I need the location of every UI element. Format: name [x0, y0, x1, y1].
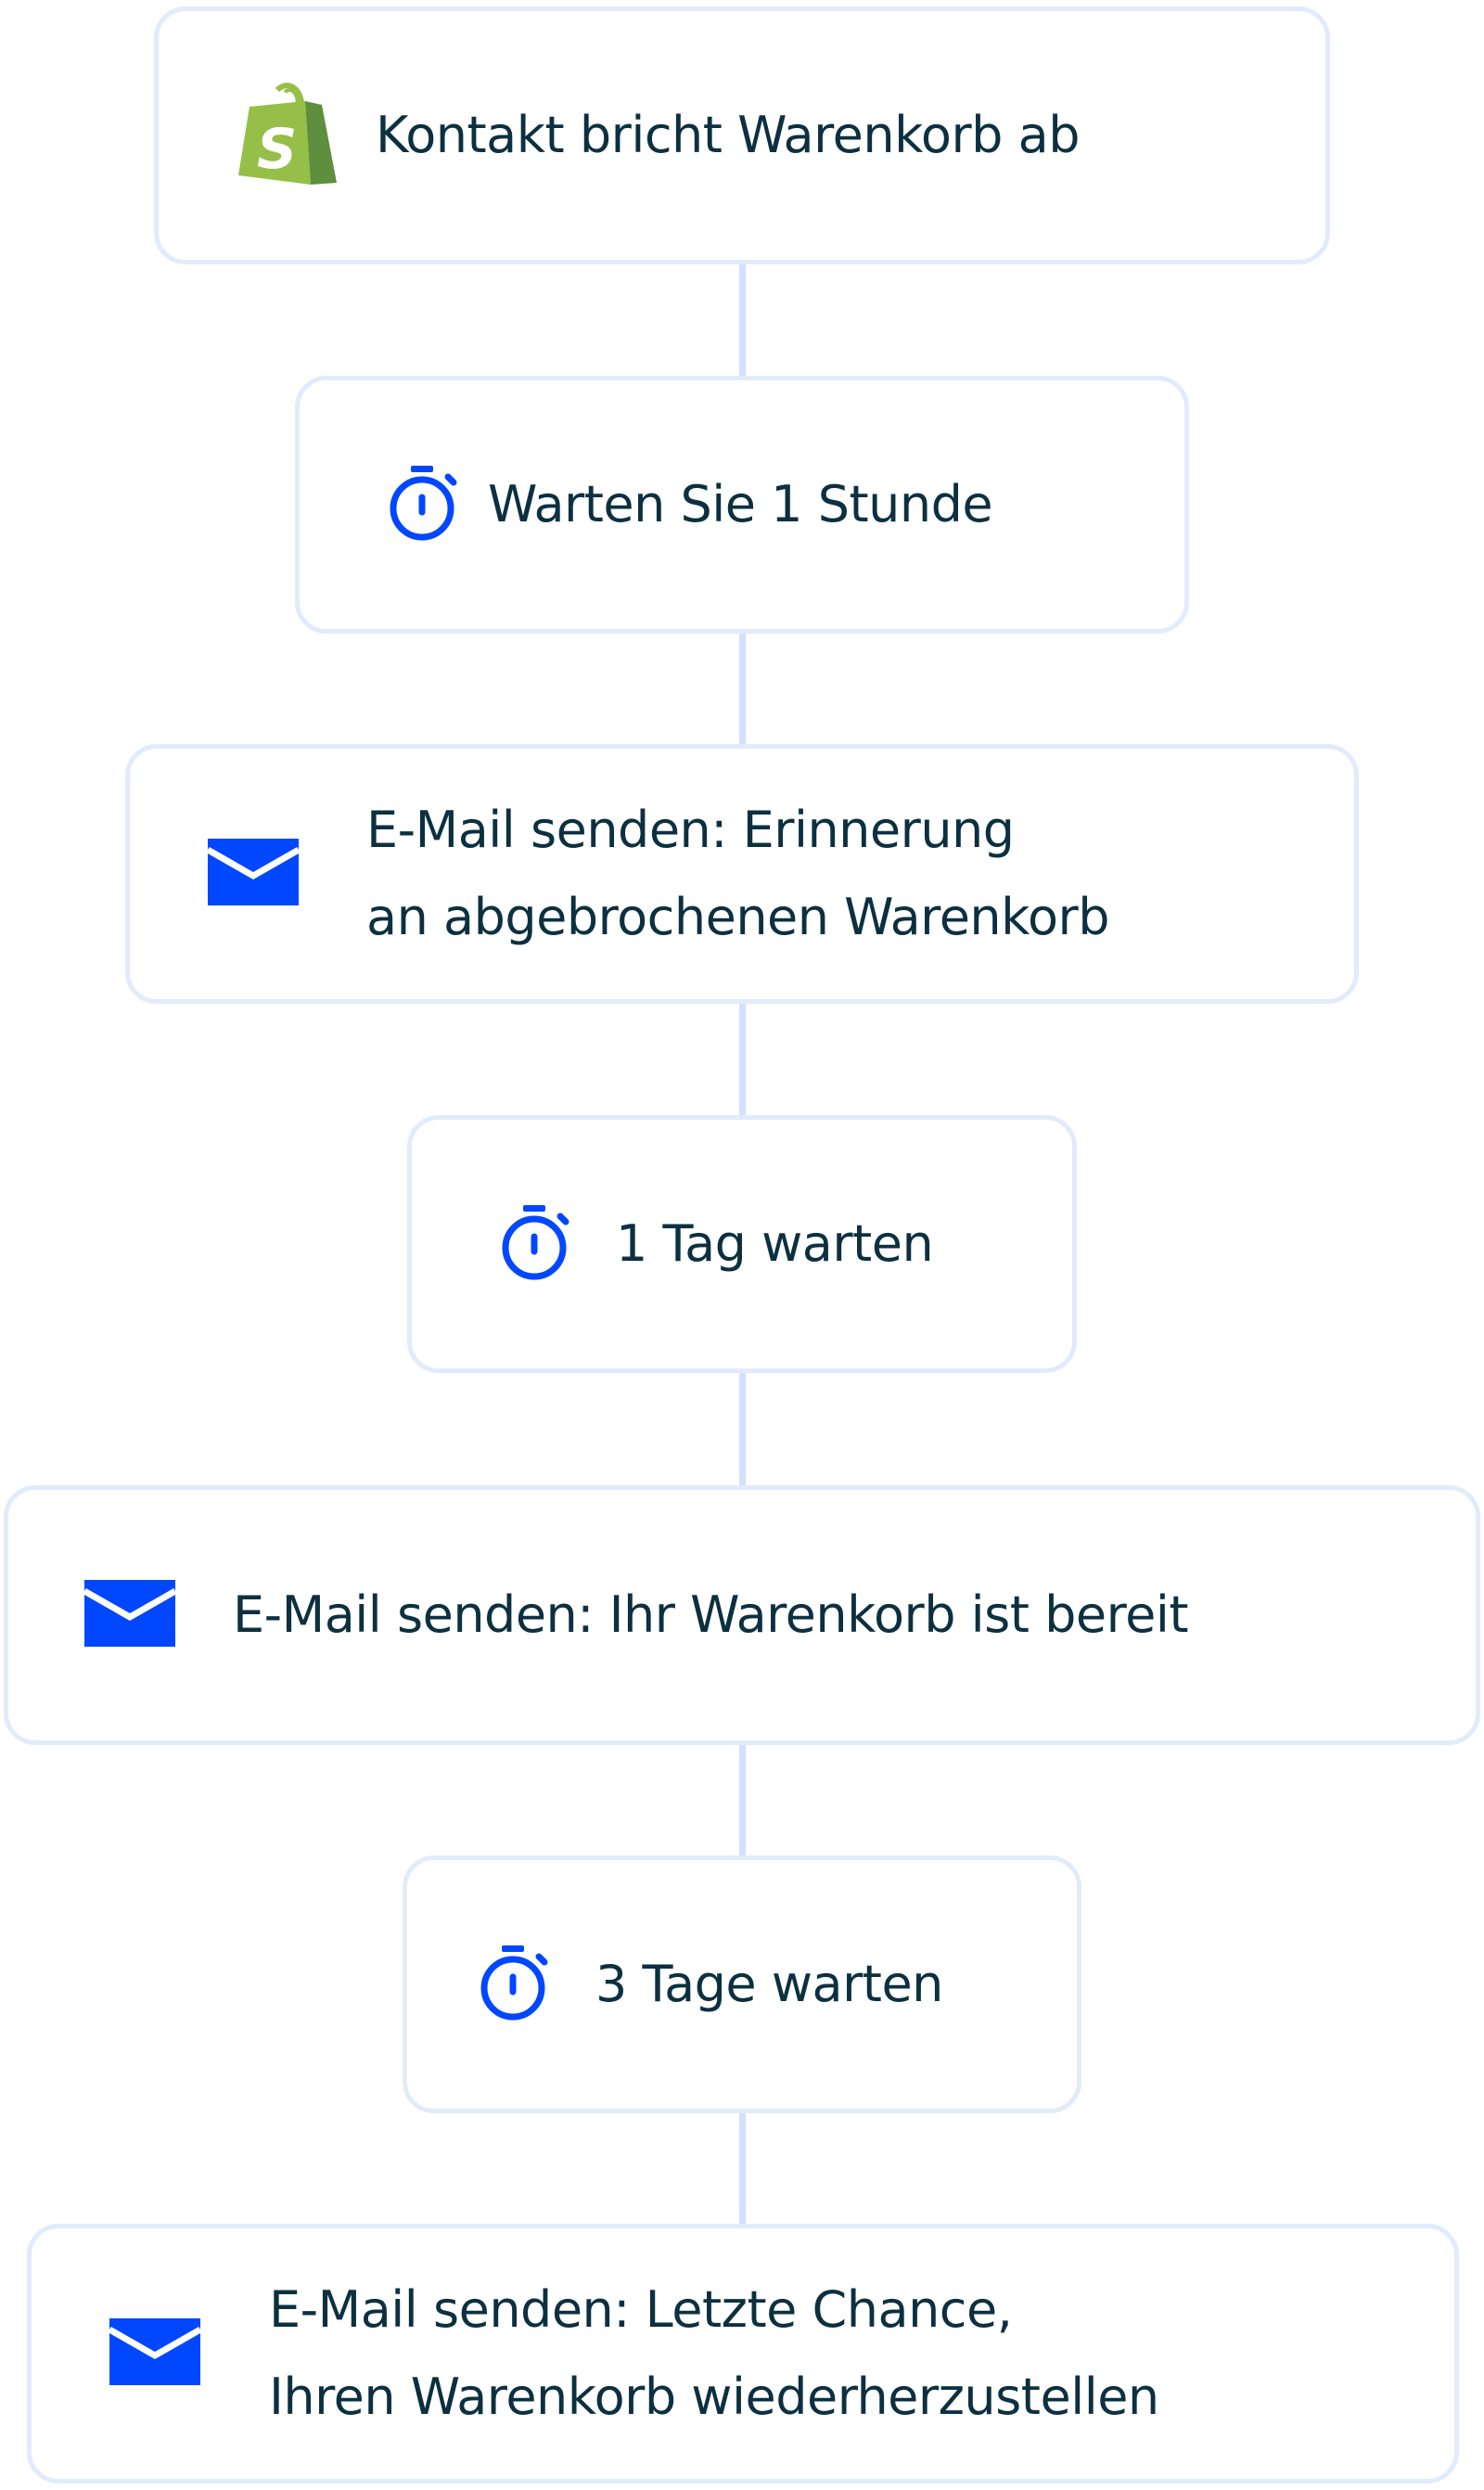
step-label: Warten Sie 1 Stunde	[488, 475, 993, 533]
step-label-line: Ihren Warenkorb wiederherzustellen	[269, 2368, 1159, 2426]
step-label-line: an abgebrochenen Warenkorb	[366, 888, 1110, 946]
envelope-icon	[83, 1580, 177, 1650]
step-email-cart-ready[interactable]: E-Mail senden: Ihr Warenkorb ist bereit	[4, 1485, 1480, 1745]
envelope-icon	[206, 839, 301, 909]
connector	[739, 2109, 746, 2229]
envelope-icon	[108, 2318, 202, 2389]
step-label: E-Mail senden: Letzte Chance, Ihren Ware…	[269, 2266, 1159, 2441]
step-wait-1-day[interactable]: 1 Tag warten	[407, 1115, 1077, 1373]
step-label-line: E-Mail senden: Erinnerung	[366, 801, 1015, 859]
connector	[739, 1370, 746, 1491]
step-label: 3 Tage warten	[595, 1955, 943, 2013]
stopwatch-icon	[383, 464, 461, 545]
step-email-reminder[interactable]: E-Mail senden: Erinnerung an abgebrochen…	[125, 744, 1359, 1004]
step-wait-1-hour[interactable]: Warten Sie 1 Stunde	[295, 376, 1189, 634]
step-label-line: E-Mail senden: Letzte Chance,	[269, 2280, 1013, 2339]
step-wait-3-days[interactable]: 3 Tage warten	[403, 1855, 1081, 2113]
step-label: E-Mail senden: Erinnerung an abgebrochen…	[366, 787, 1110, 961]
step-label: Kontakt bricht Warenkorb ab	[376, 106, 1080, 164]
stopwatch-icon	[474, 1944, 552, 2025]
stopwatch-icon	[495, 1203, 573, 1285]
step-label: E-Mail senden: Ihr Warenkorb ist bereit	[233, 1585, 1189, 1644]
connector	[739, 1000, 746, 1121]
step-trigger-cart-abandoned[interactable]: S Kontakt bricht Warenkorb ab	[154, 6, 1330, 264]
step-email-last-chance[interactable]: E-Mail senden: Letzte Chance, Ihren Ware…	[27, 2224, 1459, 2484]
step-label: 1 Tag warten	[616, 1214, 934, 1273]
connector	[739, 260, 746, 380]
shopify-bag-icon: S	[238, 83, 337, 188]
connector	[739, 1740, 746, 1861]
connector	[739, 629, 746, 750]
svg-text:S: S	[257, 117, 297, 182]
